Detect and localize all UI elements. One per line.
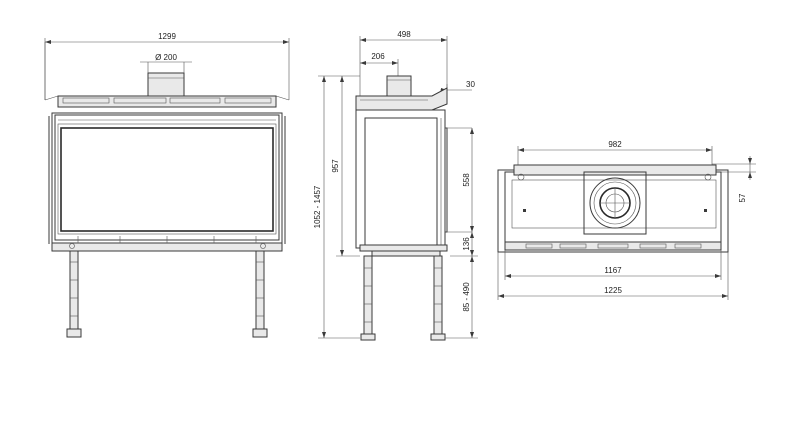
front-flue-collar: Ø 200 [140,53,192,98]
top-mid-label: 1167 [604,266,622,275]
front-legs [66,250,268,338]
side-depth-label: 498 [397,30,411,39]
side-flue-offset-label: 206 [371,52,385,61]
front-view: 1299 Ø 200 [44,32,290,338]
top-inner-label: 982 [608,140,622,149]
front-top-hood [57,95,277,108]
flue-diameter-label: Ø 200 [155,53,177,62]
top-depth-dimension: 57 [712,156,756,202]
side-glass-height-label: 558 [462,173,471,187]
side-legs-label: 85 - 490 [462,282,471,312]
side-collar-label: 30 [466,80,475,89]
top-view: 982 57 [497,140,756,300]
side-view: 498 206 30 [313,30,478,341]
top-mid-dimension: 1167 [504,250,722,280]
side-body-height-label: 957 [331,159,340,173]
side-legs [360,255,446,341]
side-body [355,109,446,249]
top-overall-dimension: 1225 [497,252,729,300]
top-depth-label: 57 [738,193,747,202]
top-flue-circle [589,177,641,229]
side-body-height-dimension: 957 [331,76,360,257]
side-base-label: 136 [462,237,471,251]
top-overall-label: 1225 [604,286,622,295]
side-total-height-label: 1052 - 1457 [313,185,322,228]
front-width-label: 1299 [158,32,176,41]
front-glass [60,127,274,232]
side-total-height-dimension: 1052 - 1457 [313,75,360,339]
side-depth-dimension: 498 [359,30,448,96]
side-right-dimensions: 558 136 85 - 490 [445,128,478,339]
side-flue-dimension: 206 [360,52,399,76]
front-body [51,112,283,244]
